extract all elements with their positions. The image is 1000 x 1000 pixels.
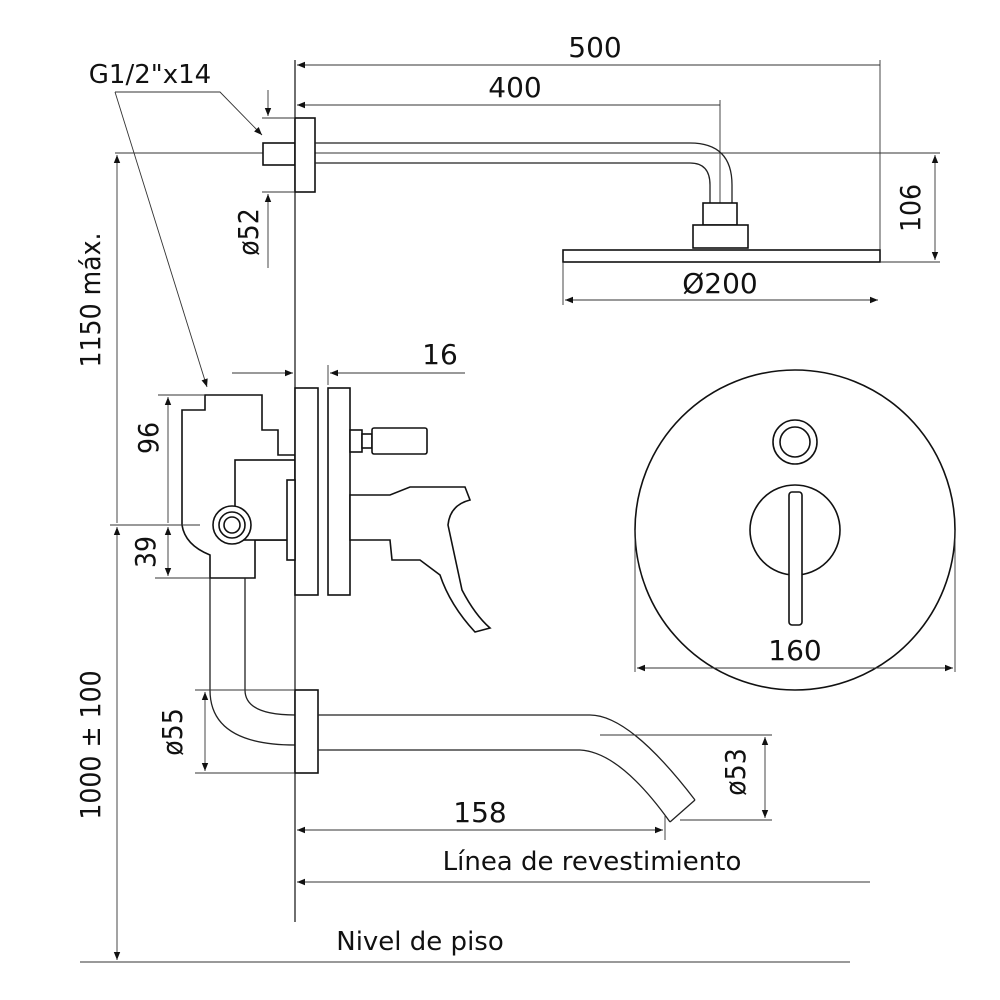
dim-1000-label: 1000 ± 100 (74, 670, 107, 819)
floor-level: Nivel de piso (80, 927, 850, 963)
dim-96-label: 96 (132, 422, 165, 454)
shower-arm (262, 117, 881, 263)
thread-callout: G1/2"x14 (89, 60, 263, 388)
dim-500-label: 500 (568, 31, 621, 64)
floor-level-label: Nivel de piso (336, 927, 504, 957)
dim-1000: 1000 ± 100 (74, 527, 121, 960)
dim-1150: 1150 máx. (74, 155, 121, 523)
dim-160: 160 (634, 530, 956, 672)
dim-106: 106 (880, 155, 940, 263)
dim-flange-52: ø52 (232, 90, 295, 268)
dim-head-200-label: Ø200 (682, 267, 757, 300)
dim-16: 16 (232, 338, 465, 385)
dim-1150-label: 1150 máx. (74, 233, 107, 368)
wall-line-label: Línea de revestimiento (443, 847, 742, 877)
trim-side-view (286, 387, 492, 633)
dim-96: 96 (132, 394, 205, 523)
dim-55-label: ø55 (156, 708, 189, 755)
dim-spout-flange-55: ø55 (156, 689, 295, 774)
trim-front-view (634, 369, 956, 691)
valve-body (181, 394, 296, 579)
dim-spout-53: ø53 (600, 734, 772, 821)
dim-53-label: ø53 (719, 748, 752, 795)
dim-head-200: Ø200 (562, 262, 878, 305)
dim-39: 39 (110, 524, 210, 579)
dim-flange-52-label: ø52 (232, 208, 265, 255)
dim-106-label: 106 (894, 184, 927, 232)
thread-label: G1/2"x14 (89, 60, 211, 90)
dim-158: 158 (297, 796, 666, 840)
spout (209, 578, 696, 823)
dim-400-label: 400 (488, 71, 541, 104)
dim-39-label: 39 (129, 536, 162, 568)
dim-158-label: 158 (453, 796, 506, 829)
dim-500: 500 (297, 31, 881, 262)
dim-400: 400 (297, 71, 721, 205)
wall-line-callout: Línea de revestimiento (297, 847, 870, 886)
dim-160-label: 160 (768, 634, 821, 667)
dim-16-label: 16 (422, 338, 458, 371)
